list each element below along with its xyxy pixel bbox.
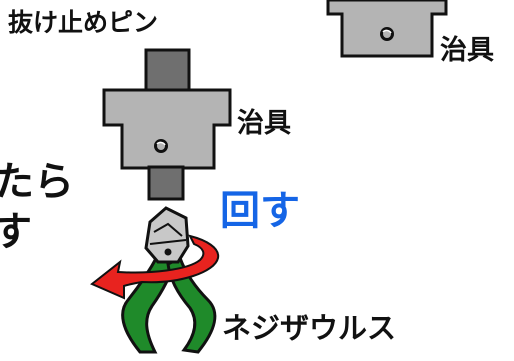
jig-middle (102, 88, 232, 170)
jig-top-right (326, 0, 448, 58)
cut-text-line2: す (0, 209, 32, 255)
rotate-label: 回す (220, 188, 300, 234)
screw-hole-icon (154, 139, 168, 153)
pin-label: 抜け止めピン (8, 8, 159, 37)
jig-top-label: 治具 (440, 35, 494, 66)
screw-hole-icon (380, 27, 394, 41)
pin-lower (147, 165, 185, 201)
cut-text-line1: たら (0, 159, 74, 205)
rotation-arrow-icon (90, 234, 220, 300)
jig-middle-label: 治具 (237, 108, 291, 139)
pliers-label: ネジザウルス (222, 311, 397, 345)
pin-upper (144, 48, 191, 94)
